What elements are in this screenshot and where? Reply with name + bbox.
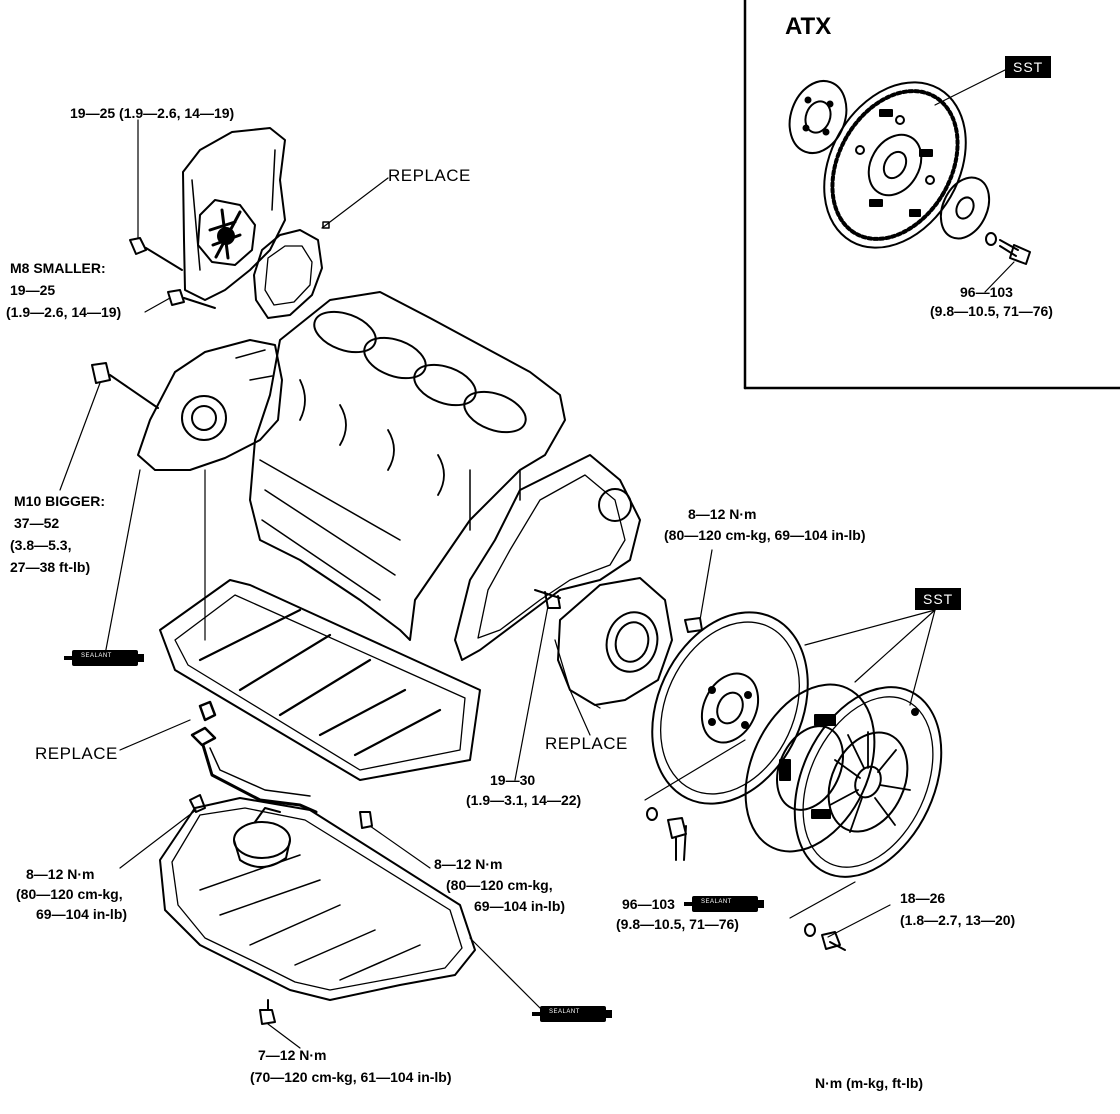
atx-title: ATX <box>785 13 832 40</box>
m10-bigger-detail2: 27—38 ft-lb) <box>10 559 91 575</box>
oil-pump <box>59 339 283 661</box>
strainer-right-detail1: (80—120 cm-kg, <box>446 877 553 893</box>
front-cover-gasket <box>253 177 389 319</box>
m8-smaller-title: M8 SMALLER: <box>10 260 106 276</box>
cylinder-block <box>249 291 566 641</box>
flywheel-bolt <box>646 807 687 861</box>
pressure-plate <box>793 686 943 878</box>
m10-bigger-detail1: (3.8—5.3, <box>10 537 72 553</box>
m8-smaller-detail: (1.9—2.6, 14—19) <box>6 304 122 320</box>
sealant-tube-pan: SEALANT <box>532 1006 612 1022</box>
oil-strainer <box>119 700 318 868</box>
flywheel-bolt-torque: 96—103 <box>622 896 675 912</box>
replace-label-top: REPLACE <box>388 166 471 185</box>
cover-bolt-torque: 19—25 (1.9—2.6, 14—19) <box>70 105 235 121</box>
units-legend: N·m (m-kg, ft-lb) <box>815 1075 924 1091</box>
replace-label-left: REPLACE <box>35 744 118 763</box>
strainer-left-detail2: 69—104 in-lb) <box>36 906 128 922</box>
flywheel-bolt-detail: (9.8—10.5, 71—76) <box>616 916 739 932</box>
rear-cover-bolt-torque: 19—30 <box>490 772 536 788</box>
sealant-tube-flywheel: SEALANT <box>684 896 764 912</box>
pan-bolt-torque: 7—12 N·m <box>258 1047 327 1063</box>
replace-label-mid: REPLACE <box>545 734 628 753</box>
sst-pointer-lines <box>804 69 1006 706</box>
atx-drive-plate <box>788 80 848 154</box>
atx-inset-frame <box>743 0 1120 390</box>
pressure-plate-bolt <box>789 881 891 951</box>
m8-smaller-torque: 19—25 <box>10 282 56 298</box>
m10-bigger-title: M10 BIGGER: <box>14 493 106 509</box>
front-cover <box>182 127 286 301</box>
seal-bolt-detail: (80—120 cm-kg, 69—104 in-lb) <box>664 527 866 543</box>
atx-sst-tag: SST <box>1005 56 1052 78</box>
strainer-left-torque: 8—12 N·m <box>26 866 95 882</box>
strainer-right-detail2: 69—104 in-lb) <box>474 898 566 914</box>
pan-bolt-detail: (70—120 cm-kg, 61—104 in-lb) <box>250 1069 452 1085</box>
atx-flexplate <box>823 81 967 249</box>
m10-bigger-torque: 37—52 <box>14 515 60 531</box>
front-cover-bolts <box>129 119 216 313</box>
clutch-sst-tag: SST <box>915 588 962 610</box>
seal-bolt-torque: 8—12 N·m <box>688 506 757 522</box>
atx-torque-line2: (9.8—10.5, 71—76) <box>930 303 1053 319</box>
sealant-tube-left: SEALANT <box>64 650 144 666</box>
lower-oil-pan <box>119 794 541 1049</box>
clutch-disc <box>744 683 876 853</box>
atx-backing-plate <box>939 176 1031 293</box>
pressure-plate-detail: (1.8—2.7, 13—20) <box>900 912 1016 928</box>
rear-cover-bolt-detail: (1.9—3.1, 14—22) <box>466 792 582 808</box>
atx-torque-line1: 96—103 <box>960 284 1013 300</box>
rear-seal-housing <box>554 549 713 736</box>
pressure-plate-torque: 18—26 <box>900 890 946 906</box>
strainer-left-detail1: (80—120 cm-kg, <box>16 886 123 902</box>
rear-end-plate <box>454 454 641 781</box>
oil-pan-baffle <box>159 469 481 781</box>
strainer-right-torque: 8—12 N·m <box>434 856 503 872</box>
flywheel <box>644 611 809 805</box>
